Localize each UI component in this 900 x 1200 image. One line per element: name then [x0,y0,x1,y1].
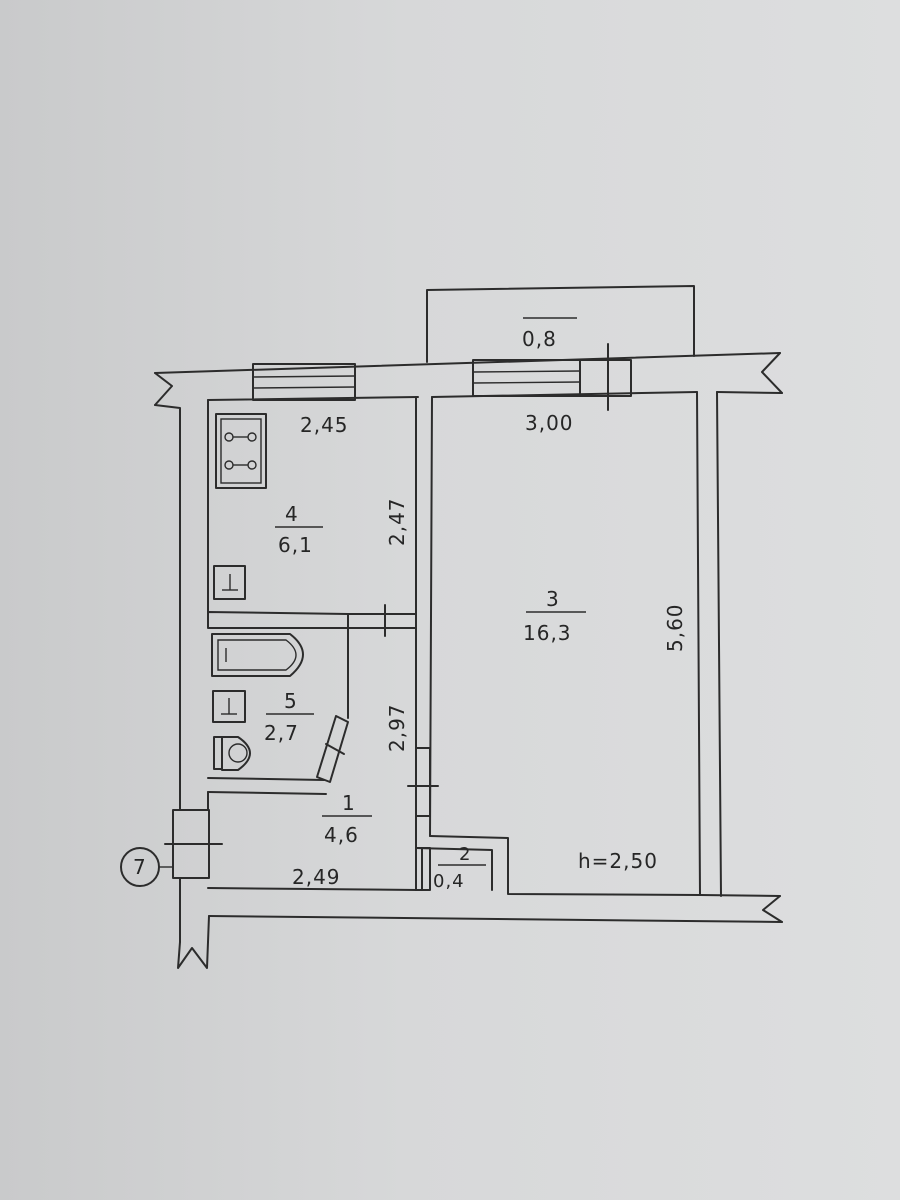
dimension-kitchen-width: 2,45 [300,413,349,437]
room-5-number: 5 [284,689,298,713]
dimension-living-width: 3,00 [525,411,574,435]
bathtub-icon [211,633,304,677]
room-2-area: 0,4 [433,871,465,892]
ceiling-height-label: h=2,50 [578,849,658,873]
axis-marker-label: 7 [133,855,147,879]
room-5-area: 2,7 [264,721,299,745]
entrance-door [164,809,223,879]
door-living [407,747,439,817]
balcony: 0,8 [426,285,695,363]
exterior-walls [154,352,783,969]
toilet-icon [213,736,251,771]
room-1-number: 1 [342,791,356,815]
stove-icon [215,413,267,489]
kitchen-sink-icon [213,565,246,600]
dimension-living-depth: 5,60 [663,603,687,652]
dimension-kitchen-depth: 2,47 [385,497,409,546]
door-closet [415,847,431,891]
room-3-label: 3 16,3 [523,587,586,645]
room-2-number: 2 [459,844,471,865]
room-3-area: 16,3 [523,621,572,645]
room-5-label: 5 2,7 [264,689,314,745]
washbasin-icon [212,690,246,723]
door-bath [316,715,349,783]
balcony-area-label: 0,8 [522,327,557,351]
axis-marker: 7 [120,847,173,887]
room-1-label: 1 4,6 [322,791,372,847]
interior-walls [207,396,701,896]
room-1-area: 4,6 [324,823,359,847]
room-4-label: 4 6,1 [275,502,323,557]
room-2-label: 2 0,4 [433,844,486,892]
door-kitchen [347,604,417,637]
dimension-corridor-depth: 2,97 [385,703,409,752]
window-living [472,343,632,411]
room-4-number: 4 [285,502,299,526]
room-3-number: 3 [546,587,560,611]
window-kitchen [252,363,356,401]
room-4-area: 6,1 [278,533,313,557]
dimension-hall-width: 2,49 [292,865,341,889]
